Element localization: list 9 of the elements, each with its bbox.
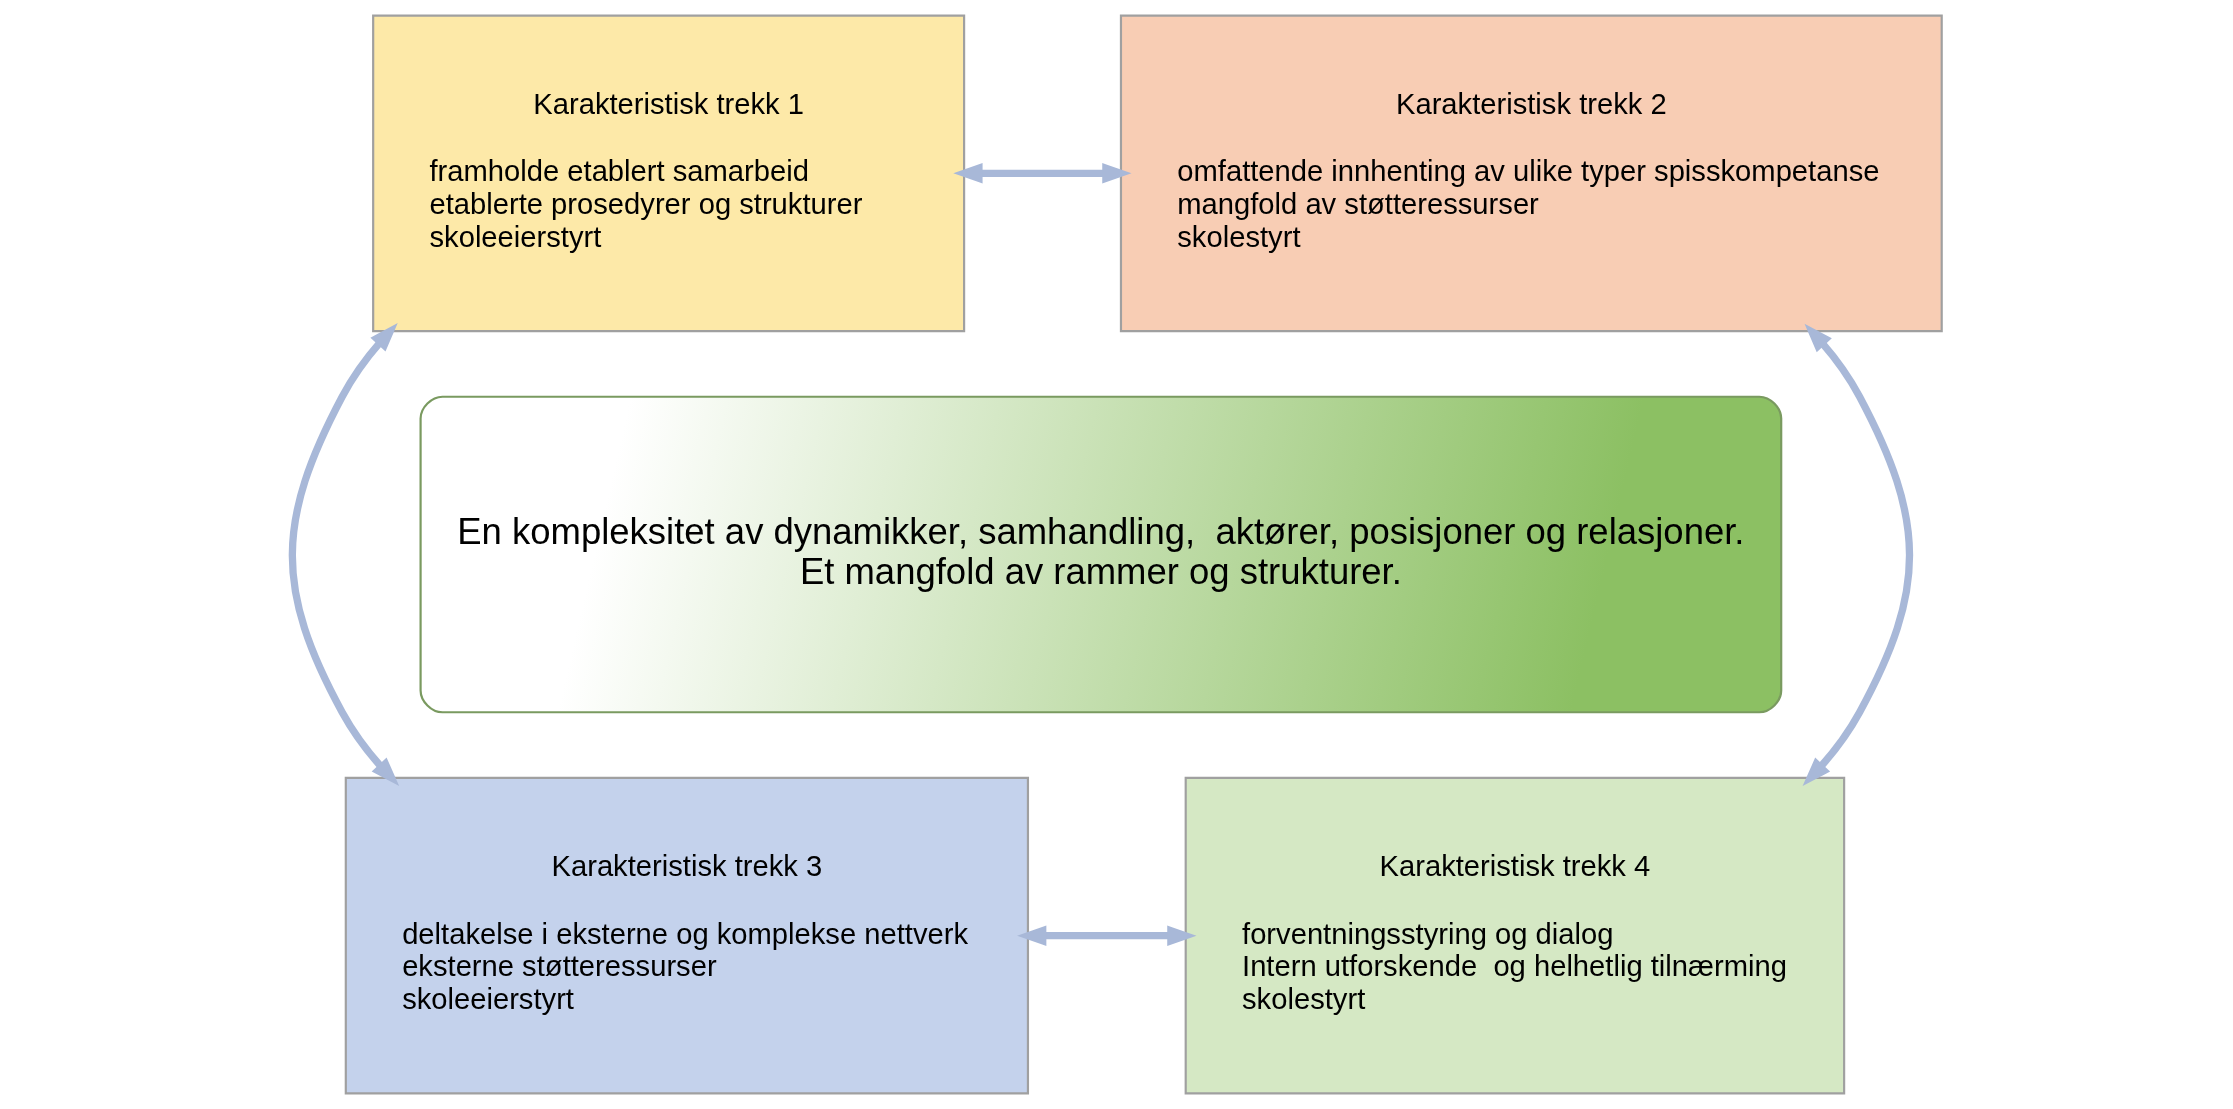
node-box: Karakteristisk trekk 1 framholde etablert samarbeid etablerte prosedyrer og strukturer skoleeierstyrt <box>371 14 965 333</box>
node-box: En kompleksitet av dynamikker, samhandling, aktører, posisjoner og relasjoner. Et mangfold av rammer og strukturer. <box>419 395 1782 714</box>
node-box: Karakteristisk trekk 4 forventningsstyring og dialog Intern utforskende og helhetlig tilnærming skolestyrt <box>1184 776 1845 1095</box>
node-box: Karakteristisk trekk 2 omfattende innhenting av ulike typer spisskompetanse mangfold av støtteressurser skolestyrt <box>1119 14 1943 333</box>
arrow <box>288 323 399 786</box>
arrow <box>1802 323 1913 786</box>
arrow <box>1016 925 1196 946</box>
arrow <box>952 163 1132 184</box>
node-box: Karakteristisk trekk 3 deltakelse i eksterne og komplekse nettverk eksterne støtteressurser skoleeierstyrt <box>344 776 1029 1095</box>
